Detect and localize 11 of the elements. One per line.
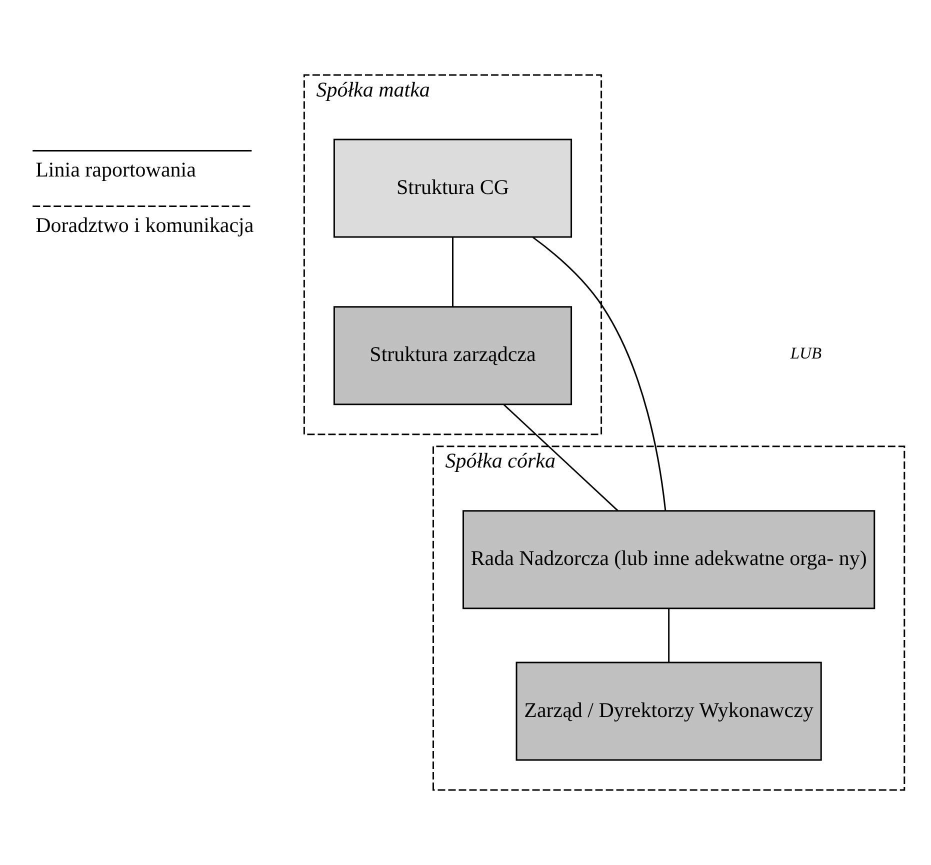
connector: [452, 237, 454, 307]
connector: [668, 608, 670, 662]
node-box: Struktura zarządcza: [333, 306, 572, 406]
connector: [532, 236, 666, 511]
legend-label: Doradztwo i komunikacja: [36, 213, 254, 238]
legend-label: Linia raportowania: [36, 158, 196, 182]
label: LUB: [790, 343, 822, 362]
connector: [503, 404, 618, 512]
node-box: Struktura CG: [333, 138, 572, 238]
node-box: Zarząd / Dyrektorzy Wykonawczy: [516, 662, 822, 761]
node-box: Rada Nadzorcza (lub inne adekwatne orga- ny): [462, 510, 876, 610]
